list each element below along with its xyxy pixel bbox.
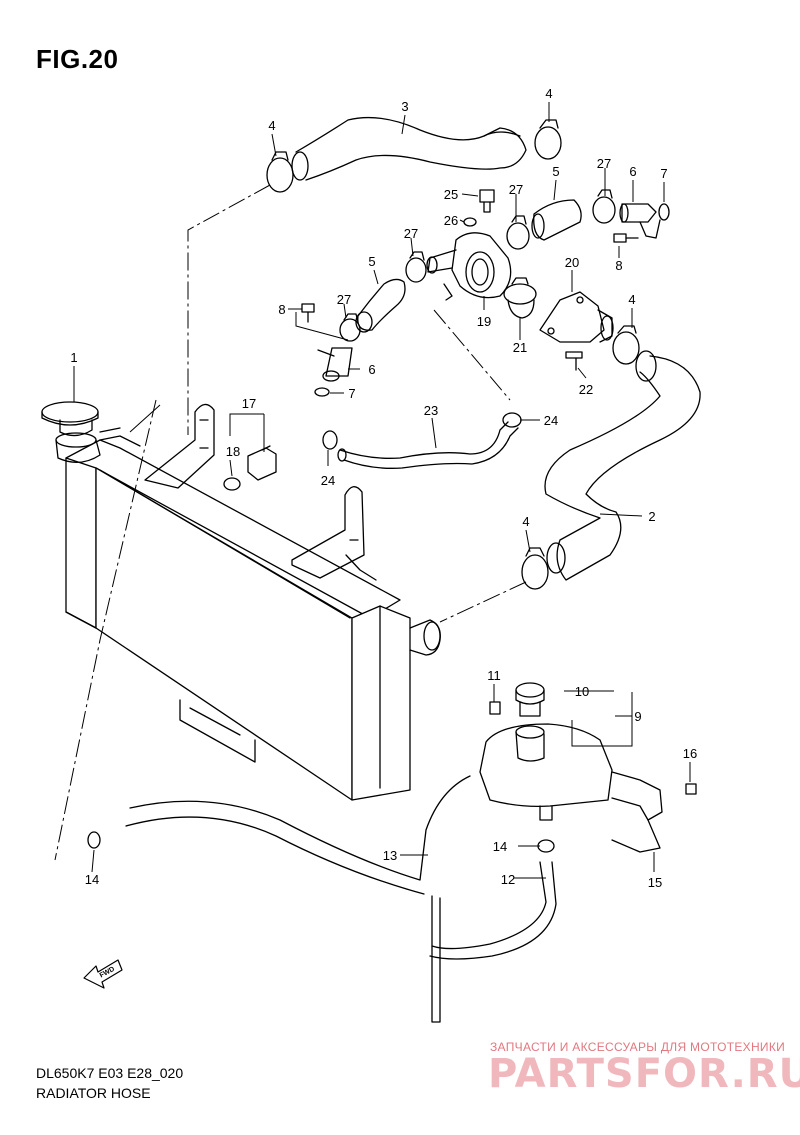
callout-4-mid-right: 4 (628, 292, 635, 307)
callout-18: 18 (226, 444, 240, 459)
bolt-8-right (613, 233, 639, 243)
radiator-upper-bracket (144, 403, 215, 489)
callout-10: 10 (575, 684, 589, 699)
callout-9: 9 (634, 709, 641, 724)
callout-5-left: 5 (368, 254, 375, 269)
bolt-22 (565, 351, 583, 371)
bolt-11 (489, 701, 501, 715)
clamp-4-lower (521, 547, 549, 590)
callout-22: 22 (579, 382, 593, 397)
o-ring-7-left (314, 387, 330, 397)
clamp-4-mid-right (612, 325, 640, 365)
callout-6-left: 6 (368, 362, 375, 377)
callout-labels: 1 2 3 4 4 4 4 5 5 6 6 7 7 8 8 9 10 11 12… (70, 86, 697, 890)
callout-8-right: 8 (615, 258, 622, 273)
thermostat-cover (539, 291, 614, 343)
callout-16: 16 (683, 746, 697, 761)
watermark-tagline: ЗАПЧАСТИ И АКСЕССУАРЫ ДЛЯ МОТОТЕХНИКИ (490, 1040, 786, 1054)
gasket-18 (223, 477, 241, 491)
bypass-hose-23 (337, 421, 519, 469)
callout-27-housing: 27 (404, 226, 418, 241)
callout-4-lower: 4 (522, 514, 529, 529)
callout-5-right: 5 (552, 164, 559, 179)
model-code: DL650K7 E03 E28_020 (36, 1065, 184, 1081)
reference-lines (54, 184, 527, 861)
upper-hose (291, 116, 527, 181)
watermark-logo: PARTSFOR.RU (488, 1051, 800, 1097)
callout-25: 25 (444, 187, 458, 202)
temp-sensor (479, 189, 495, 213)
figure-title: FIG.20 (36, 44, 119, 74)
radiator-cap (41, 401, 121, 463)
section-name: RADIATOR HOSE (36, 1085, 151, 1101)
clamp-4-top-left (266, 151, 294, 193)
callout-17: 17 (242, 396, 256, 411)
thermostat-housing (426, 232, 512, 301)
callout-2: 2 (648, 509, 655, 524)
callout-27-left: 27 (337, 292, 351, 307)
clamp-27-c (405, 251, 427, 283)
leader-lines (129, 312, 349, 433)
hose-5-right (531, 199, 582, 241)
clamp-24-left (322, 430, 338, 450)
callout-20: 20 (565, 255, 579, 270)
callout-1: 1 (70, 350, 77, 365)
clamp-27-b (592, 189, 616, 224)
callout-21: 21 (513, 340, 527, 355)
pipe-6-right (619, 203, 661, 239)
overflow-hose-13 (125, 775, 471, 1023)
fan-switch (247, 445, 277, 481)
clamp-14-right (537, 839, 555, 853)
callout-24-left: 24 (321, 473, 335, 488)
radiator-side-bracket (291, 486, 377, 581)
callout-4-top-left: 4 (268, 118, 275, 133)
callout-4-top-right: 4 (545, 86, 552, 101)
reservoir-tank (479, 723, 613, 821)
callout-27-center: 27 (509, 182, 523, 197)
callout-27-far-right: 27 (597, 156, 611, 171)
reservoir-cap (515, 682, 545, 717)
thermostat (503, 277, 537, 319)
callout-7-left: 7 (348, 386, 355, 401)
clamp-27-a (506, 215, 530, 250)
reservoir-hose-12 (429, 861, 557, 960)
callout-11: 11 (487, 668, 501, 683)
callout-23: 23 (424, 403, 438, 418)
clamp-24-right (502, 412, 522, 428)
callout-6-right: 6 (629, 164, 636, 179)
clamp-14-left (87, 831, 101, 849)
callout-3: 3 (401, 99, 408, 114)
o-ring-7-right (658, 203, 670, 221)
callout-14-right: 14 (493, 839, 507, 854)
callout-13: 13 (383, 848, 397, 863)
reservoir-bracket (611, 771, 663, 853)
callout-12: 12 (501, 872, 515, 887)
lower-hose (544, 350, 701, 581)
callout-8-left: 8 (278, 302, 285, 317)
bolt-16 (685, 783, 697, 795)
callout-19: 19 (477, 314, 491, 329)
radiator (65, 435, 441, 801)
hose-5-left (355, 278, 406, 333)
o-ring-26 (463, 217, 477, 227)
fwd-arrow-icon: FWD (83, 959, 123, 989)
callout-leaders (73, 102, 691, 879)
callout-15: 15 (648, 875, 662, 890)
pipe-6-left (317, 347, 353, 382)
callout-7-right: 7 (660, 166, 667, 181)
bolt-8-left (301, 303, 315, 323)
clamp-4-top-right (534, 119, 562, 160)
callout-24-right: 24 (544, 413, 558, 428)
callout-14-left: 14 (85, 872, 99, 887)
callout-26: 26 (444, 213, 458, 228)
